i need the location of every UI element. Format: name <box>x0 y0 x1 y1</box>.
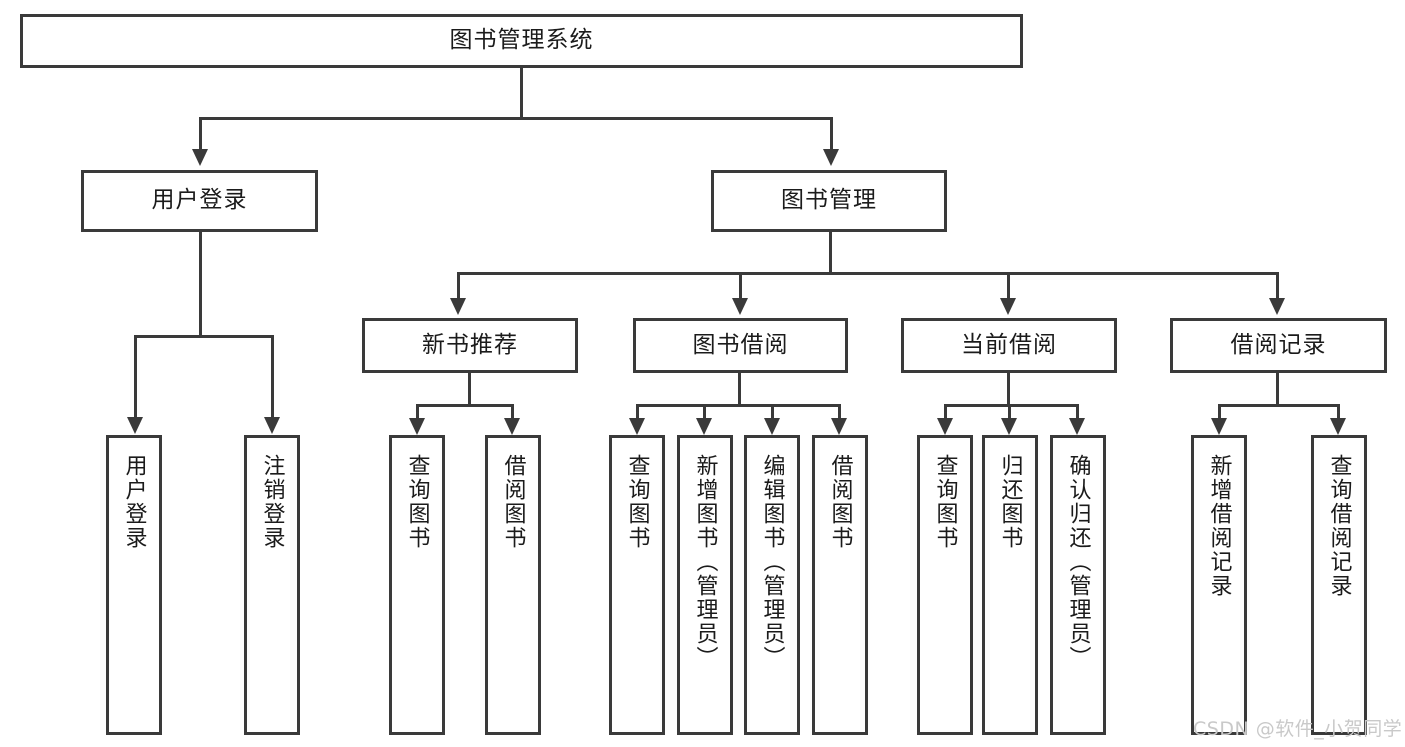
leaf-label: 确认归还（管理员） <box>1065 454 1091 670</box>
node-book-management[interactable]: 图书管理 <box>711 170 947 232</box>
connector-borrow-trunk <box>738 373 741 407</box>
node-book-borrow[interactable]: 图书借阅 <box>633 318 848 373</box>
arrowhead-current-to-leaf3 <box>1069 418 1085 435</box>
node-current-borrow[interactable]: 当前借阅 <box>901 318 1117 373</box>
leaf-edit-book-admin[interactable]: 编辑图书（管理员） <box>744 435 800 735</box>
leaf-label: 注销登录 <box>259 454 285 550</box>
arrowhead-current-to-leaf1 <box>937 418 953 435</box>
leaf-label: 查询借阅记录 <box>1326 454 1352 598</box>
arrowhead-borrow-to-leaf4 <box>831 418 847 435</box>
connector-book-to-current <box>1007 272 1010 300</box>
leaf-label: 新增借阅记录 <box>1206 454 1232 598</box>
leaf-borrow-book-newbook[interactable]: 借阅图书 <box>485 435 541 735</box>
leaf-label: 查询图书 <box>624 454 650 550</box>
node-label: 用户登录 <box>151 187 248 214</box>
leaf-label: 借阅图书 <box>827 454 853 550</box>
leaf-query-book-current[interactable]: 查询图书 <box>917 435 973 735</box>
node-label: 图书管理 <box>781 187 877 214</box>
connector-borrow-to-leaf4 <box>838 404 841 420</box>
leaf-add-book-admin[interactable]: 新增图书（管理员） <box>677 435 733 735</box>
leaf-query-book-newbook[interactable]: 查询图书 <box>389 435 445 735</box>
leaf-query-book-borrow[interactable]: 查询图书 <box>609 435 665 735</box>
connector-newbook-trunk <box>468 373 471 407</box>
connector-book-trunk <box>829 232 832 274</box>
connector-root-bar <box>199 117 832 120</box>
arrowhead-borrow-to-leaf2 <box>696 418 712 435</box>
leaf-borrow-book[interactable]: 借阅图书 <box>812 435 868 735</box>
connector-record-bar <box>1218 404 1340 407</box>
connector-root-trunk <box>520 68 523 119</box>
arrowhead-book-to-current <box>1000 298 1016 315</box>
connector-current-to-leaf3 <box>1076 404 1079 420</box>
node-new-book-recommend[interactable]: 新书推荐 <box>362 318 578 373</box>
node-label: 图书借阅 <box>692 331 789 358</box>
leaf-user-logout[interactable]: 注销登录 <box>244 435 300 735</box>
leaf-confirm-return-admin[interactable]: 确认归还（管理员） <box>1050 435 1106 735</box>
leaf-label: 归还图书 <box>997 454 1023 550</box>
connector-book-to-newbook <box>457 272 460 300</box>
connector-book-bar <box>457 272 1279 275</box>
arrowhead-root-to-book <box>823 149 839 166</box>
node-label: 图书管理系统 <box>449 27 594 54</box>
connector-user-trunk <box>199 232 202 337</box>
arrowhead-newbook-to-leaf2 <box>504 418 520 435</box>
node-borrow-record[interactable]: 借阅记录 <box>1170 318 1387 373</box>
leaf-label: 用户登录 <box>121 454 147 550</box>
connector-borrow-to-leaf3 <box>771 404 774 420</box>
node-label: 当前借阅 <box>961 331 1057 358</box>
connector-newbook-bar <box>416 404 514 407</box>
arrowhead-user-to-leaf2 <box>264 417 280 434</box>
arrowhead-borrow-to-leaf1 <box>629 418 645 435</box>
leaf-label: 借阅图书 <box>500 454 526 550</box>
arrowhead-book-to-record <box>1269 298 1285 315</box>
arrowhead-borrow-to-leaf3 <box>764 418 780 435</box>
leaf-label: 编辑图书（管理员） <box>759 454 785 670</box>
connector-borrow-to-leaf2 <box>703 404 706 420</box>
connector-record-trunk <box>1276 373 1279 407</box>
connector-root-to-book <box>830 117 833 151</box>
connector-user-to-leaf1 <box>134 335 137 419</box>
arrowhead-record-to-leaf1 <box>1211 418 1227 435</box>
leaf-user-login[interactable]: 用户登录 <box>106 435 162 735</box>
leaf-label: 新增图书（管理员） <box>692 454 718 670</box>
connector-current-bar <box>944 404 1078 407</box>
arrowhead-book-to-borrow <box>732 298 748 315</box>
connector-newbook-to-leaf1 <box>416 404 419 420</box>
connector-user-bar <box>134 335 273 338</box>
arrowhead-root-to-user <box>192 149 208 166</box>
connector-borrow-to-leaf1 <box>636 404 639 420</box>
connector-newbook-to-leaf2 <box>511 404 514 420</box>
connector-borrow-bar <box>636 404 841 407</box>
node-label: 借阅记录 <box>1230 331 1327 358</box>
leaf-query-borrow-record[interactable]: 查询借阅记录 <box>1311 435 1367 735</box>
leaf-return-book[interactable]: 归还图书 <box>982 435 1038 735</box>
connector-book-to-borrow <box>739 272 742 300</box>
node-label: 新书推荐 <box>422 331 518 358</box>
connector-record-to-leaf1 <box>1218 404 1221 420</box>
connector-current-to-leaf2 <box>1008 404 1011 420</box>
arrowhead-record-to-leaf2 <box>1330 418 1346 435</box>
connector-record-to-leaf2 <box>1337 404 1340 420</box>
leaf-add-borrow-record[interactable]: 新增借阅记录 <box>1191 435 1247 735</box>
arrowhead-newbook-to-leaf1 <box>409 418 425 435</box>
connector-book-to-record <box>1276 272 1279 300</box>
leaf-label: 查询图书 <box>404 454 430 550</box>
node-user-login[interactable]: 用户登录 <box>81 170 318 232</box>
connector-current-to-leaf1 <box>944 404 947 420</box>
connector-current-trunk <box>1007 373 1010 407</box>
arrowhead-current-to-leaf2 <box>1001 418 1017 435</box>
arrowhead-user-to-leaf1 <box>127 417 143 434</box>
leaf-label: 查询图书 <box>932 454 958 550</box>
connector-user-to-leaf2 <box>271 335 274 419</box>
arrowhead-book-to-newbook <box>450 298 466 315</box>
node-root-system[interactable]: 图书管理系统 <box>20 14 1023 68</box>
connector-root-to-user <box>199 117 202 151</box>
